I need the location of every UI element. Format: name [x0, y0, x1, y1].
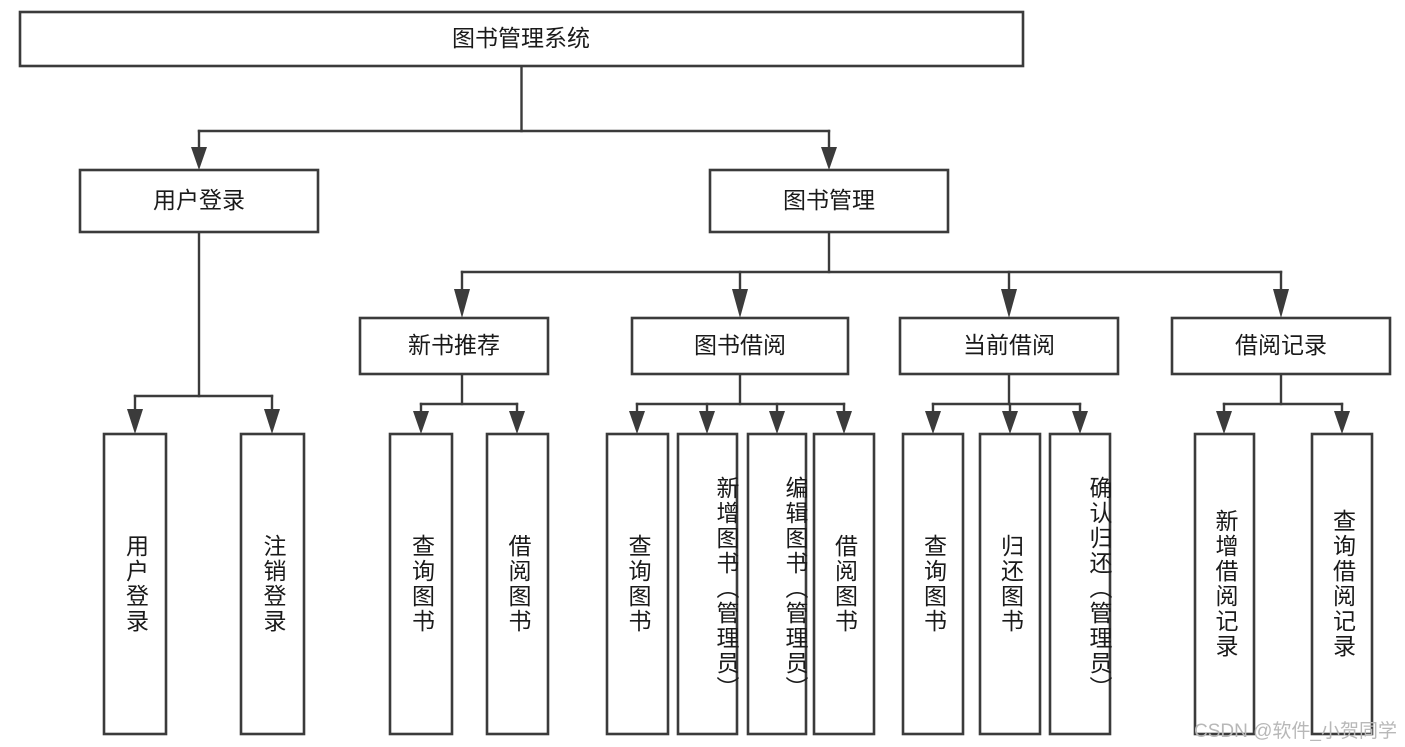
node-leaf-return-book[interactable] [978, 432, 1042, 736]
arrow-head-leaf-add-book [699, 411, 715, 434]
node-user-login[interactable] [78, 168, 320, 234]
node-new-book-recommend-label: 新书推荐 [408, 332, 500, 358]
node-layer: 图书管理系统 用户登录 图书管理 新书推荐 图书借阅 当前借阅 借阅记录 [18, 10, 1392, 736]
node-borrow-record[interactable] [1170, 316, 1392, 376]
node-book-management[interactable] [708, 168, 950, 234]
node-leaf-add-borrow-record[interactable] [1193, 432, 1256, 736]
arrow-head-leaf-borrow-book-1 [509, 411, 525, 434]
node-leaf-query-book-current[interactable] [901, 432, 965, 736]
node-leaf-user-login[interactable] [102, 432, 168, 736]
arrow-head-leaf-add-record [1216, 411, 1232, 434]
node-leaf-query-book-rec[interactable] [388, 432, 454, 736]
node-book-borrow[interactable] [630, 316, 850, 376]
arrow-head-leaf-query-record [1334, 411, 1350, 434]
node-book-management-label: 图书管理 [783, 187, 875, 213]
arrow-head-leaf-logout [264, 409, 280, 434]
node-leaf-query-borrow-record[interactable] [1310, 432, 1374, 736]
arrow-head-leaf-query-book-1 [413, 411, 429, 434]
node-leaf-logout[interactable] [239, 432, 306, 736]
node-current-borrow[interactable] [898, 316, 1120, 376]
node-root-label: 图书管理系统 [452, 25, 590, 51]
arrow-head-new-book-rec [454, 289, 470, 318]
node-leaf-query-book-borrow[interactable] [605, 432, 670, 736]
node-leaf-edit-book-admin[interactable] [746, 432, 808, 736]
arrow-head-leaf-user-login [127, 409, 143, 434]
arrow-head-borrow-record [1273, 289, 1289, 318]
arrow-head-book-borrow [732, 289, 748, 318]
watermark-text: CSDN @软件_小贺同学 [1194, 721, 1397, 742]
node-leaf-add-book-admin[interactable] [676, 432, 739, 736]
arrow-head-current-borrow [1001, 289, 1017, 318]
node-current-borrow-label: 当前借阅 [963, 332, 1055, 358]
arrow-head-user-login [191, 147, 207, 170]
arrow-head-leaf-borrow-book-2 [836, 411, 852, 434]
node-borrow-record-label: 借阅记录 [1235, 332, 1327, 358]
node-leaf-confirm-return-admin[interactable] [1048, 432, 1112, 736]
arrow-head-leaf-query-book-3 [925, 411, 941, 434]
arrow-head-leaf-query-book-2 [629, 411, 645, 434]
arrow-head-leaf-return-book [1002, 411, 1018, 434]
node-new-book-recommend[interactable] [358, 316, 550, 376]
node-user-login-label: 用户登录 [153, 187, 245, 213]
node-root-book-management-system[interactable] [18, 10, 1025, 68]
arrow-head-leaf-edit-book [769, 411, 785, 434]
node-leaf-borrow-book-rec[interactable] [485, 432, 550, 736]
connector-layer [127, 64, 1350, 434]
arrow-head-book-manage [821, 147, 837, 170]
node-book-borrow-label: 图书借阅 [694, 332, 786, 358]
node-leaf-borrow-book[interactable] [812, 432, 876, 736]
arrow-head-leaf-confirm-return [1072, 411, 1088, 434]
